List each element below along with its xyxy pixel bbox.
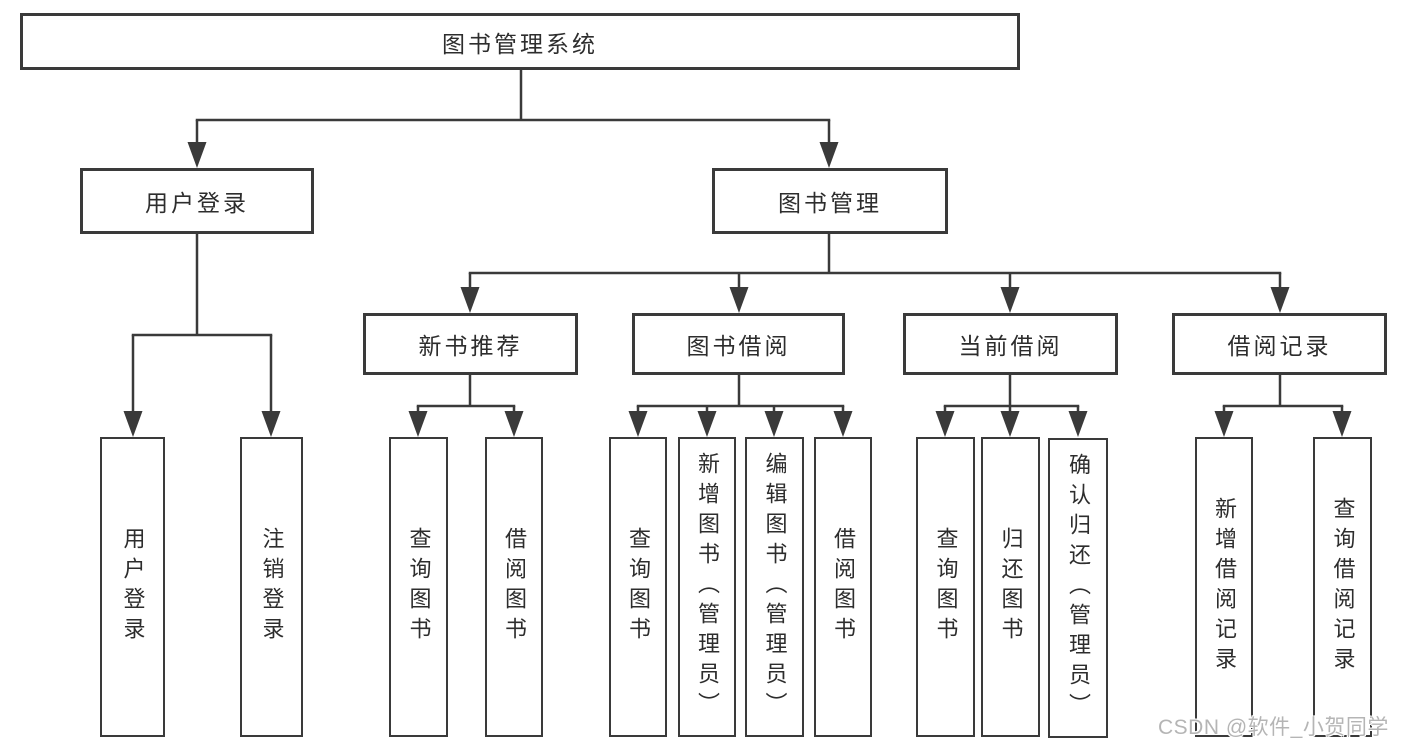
node-root: 图书管理系统 [20,13,1020,70]
node-borrow-query-books: 查询图书 [609,437,667,737]
node-label: 借阅图书 [831,527,856,647]
node-label: 查询借阅记录 [1330,497,1356,677]
node-borrow-records: 借阅记录 [1172,313,1387,375]
node-current-query-books: 查询图书 [916,437,975,737]
node-borrow-borrow-books: 借阅图书 [814,437,872,737]
node-label: 新增借阅记录 [1212,497,1237,677]
node-records-query-record: 查询借阅记录 [1313,437,1372,737]
node-book-management: 图书管理 [712,168,948,234]
node-label: 查询图书 [933,527,959,647]
node-user-login: 用户登录 [80,168,314,234]
node-book-borrow: 图书借阅 [632,313,845,375]
node-recommend-query-books: 查询图书 [389,437,448,737]
node-borrow-add-books-admin: 新增图书（管理员） [678,437,736,737]
node-current-borrow: 当前借阅 [903,313,1118,375]
node-login: 用户登录 [100,437,165,737]
node-label: 编辑图书（管理员） [762,452,788,722]
node-current-confirm-return-admin: 确认归还（管理员） [1048,438,1108,738]
node-label: 归还图书 [998,527,1024,647]
node-records-add-record: 新增借阅记录 [1195,437,1253,737]
node-label: 借阅图书 [502,527,527,647]
node-label: 用户登录 [120,527,146,647]
node-borrow-edit-books-admin: 编辑图书（管理员） [745,437,804,737]
node-label: 确认归还（管理员） [1066,453,1091,723]
node-label: 新增图书（管理员） [695,452,720,722]
node-current-return-books: 归还图书 [981,437,1040,737]
node-label: 注销登录 [259,527,285,647]
node-label: 查询图书 [406,527,432,647]
node-label: 查询图书 [626,527,651,647]
node-new-book-recommend: 新书推荐 [363,313,578,375]
csdn-watermark: CSDN @软件_小贺同学 [1158,716,1389,739]
node-recommend-borrow-books: 借阅图书 [485,437,543,737]
node-logout: 注销登录 [240,437,303,737]
